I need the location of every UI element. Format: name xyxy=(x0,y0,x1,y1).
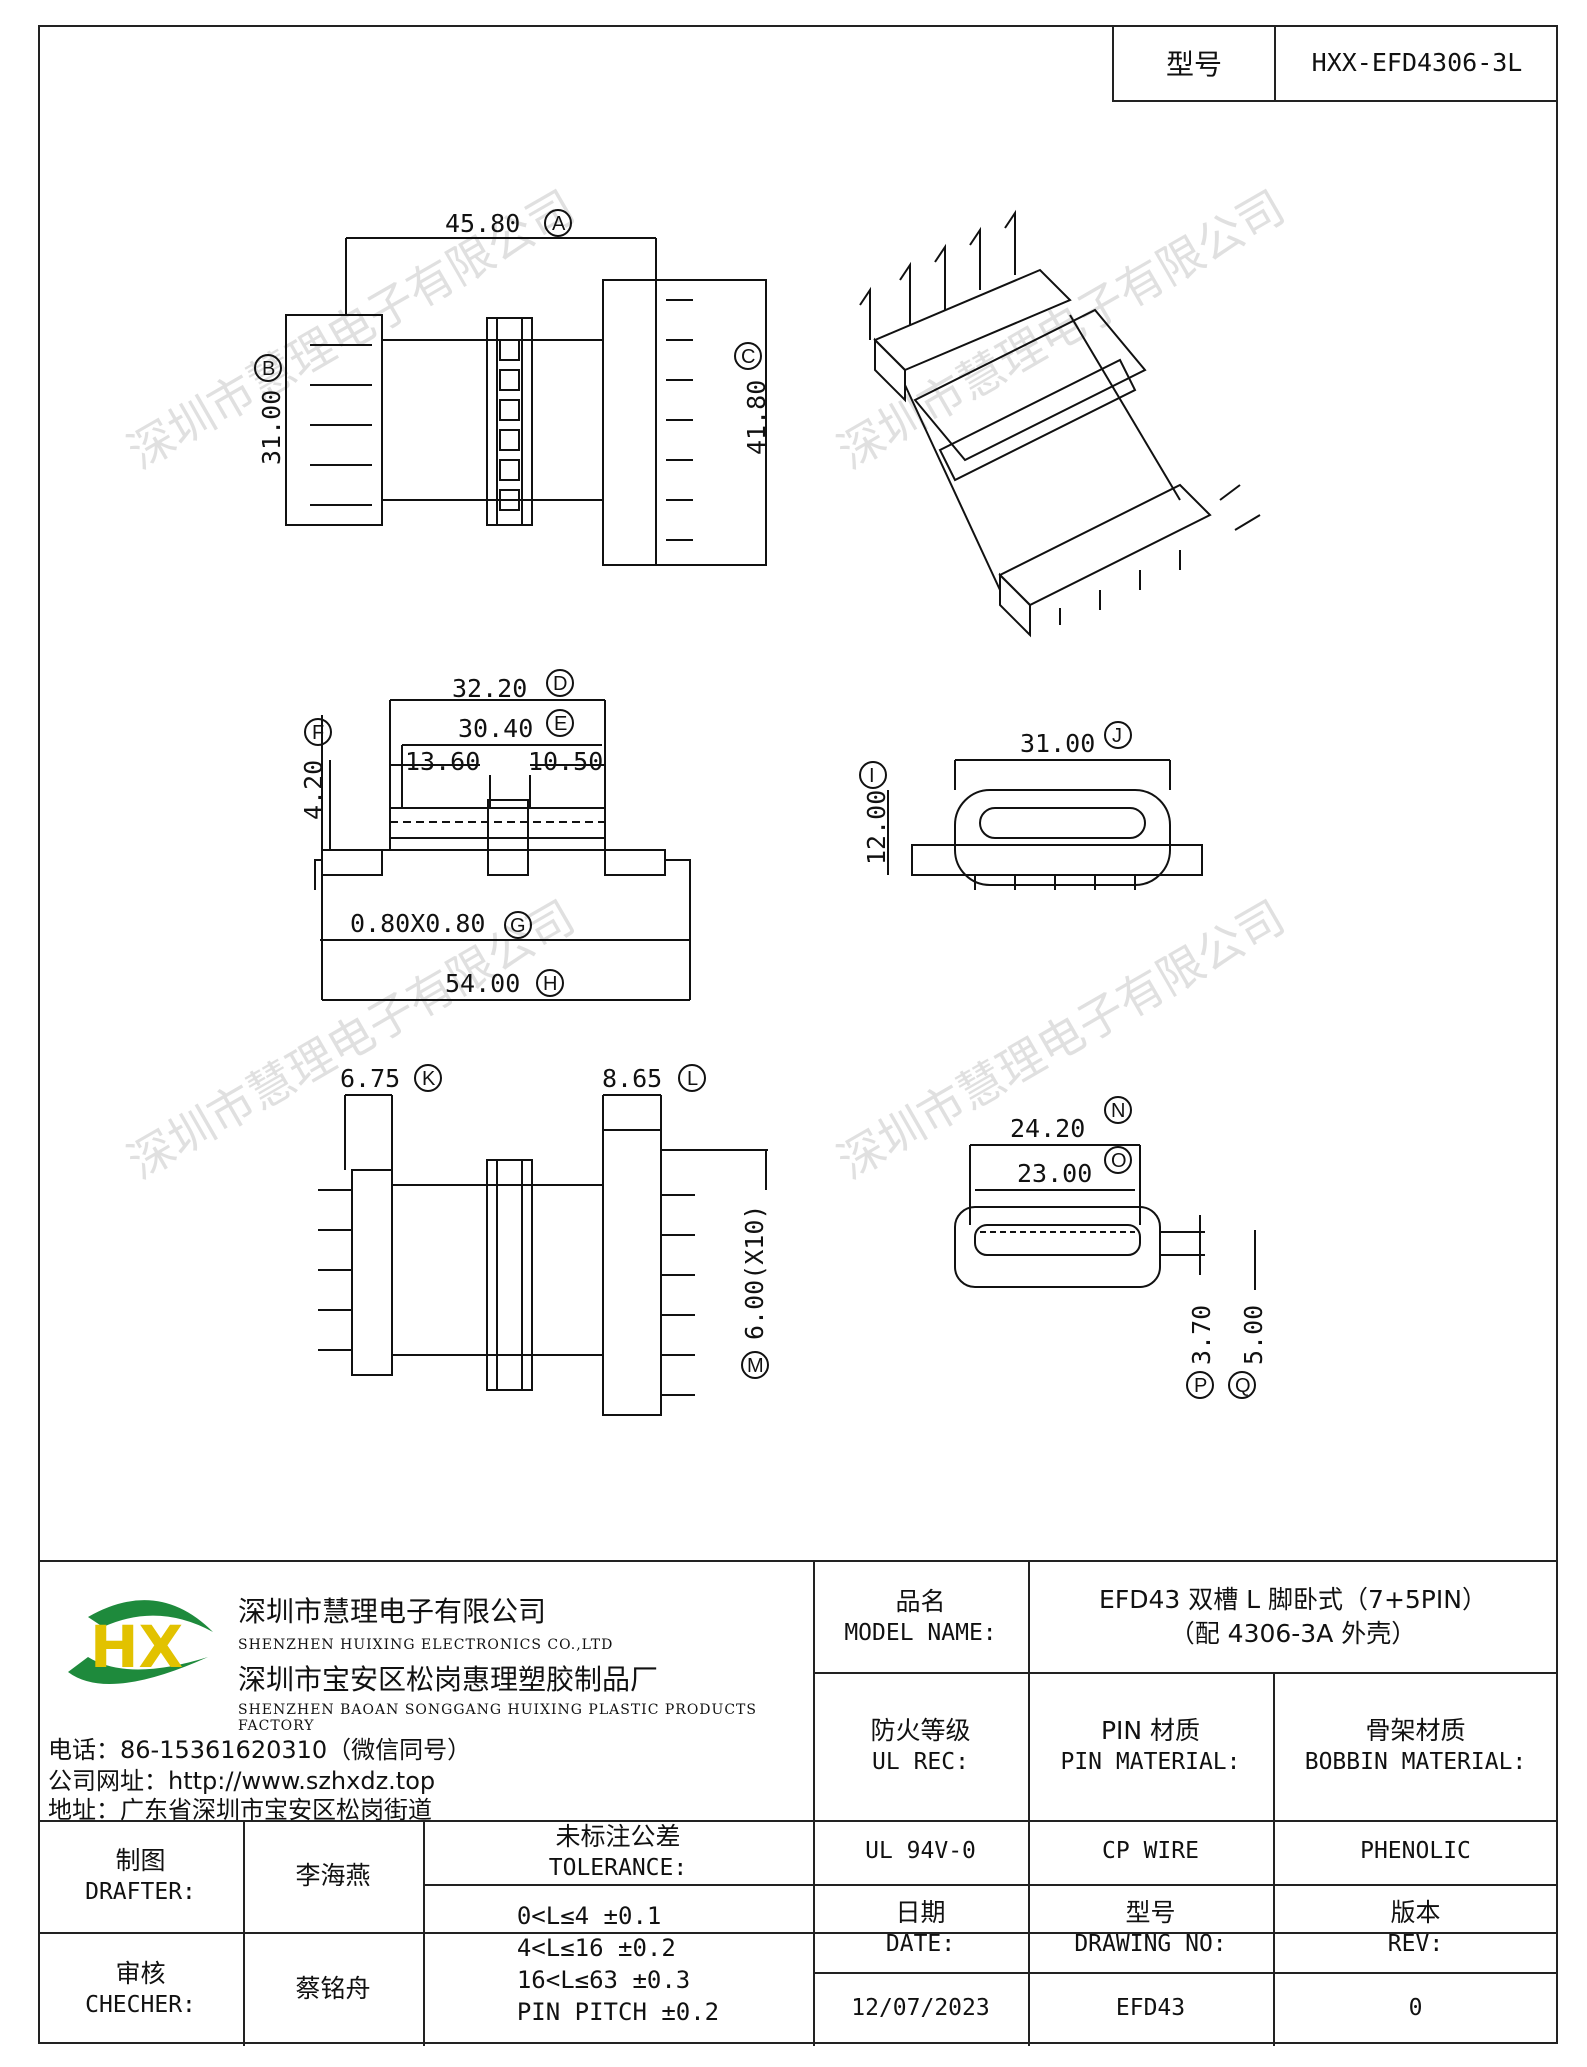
technical-drawing: 深圳市慧理电子有限公司 深圳市慧理电子有限公司 深圳市慧理电子有限公司 深圳市慧… xyxy=(119,180,1294,1416)
marker-a: A xyxy=(552,213,566,235)
tolerance-table: 0<L≤4 ±0.1 4<L≤16 ±0.2 16<L≤63 ±0.3 PIN … xyxy=(423,1884,813,2046)
marker-n: N xyxy=(1111,1100,1125,1122)
bobbin-slot xyxy=(499,489,520,511)
marker-q: Q xyxy=(1235,1375,1251,1397)
tolerance-line: 0<L≤4 ±0.1 xyxy=(516,1902,662,1931)
company-info: HX 深圳市慧理电子有限公司 SHENZHEN HUIXING ELECTRON… xyxy=(38,1562,813,1824)
checker-name: 蔡铭舟 xyxy=(295,1974,371,2004)
tolerance-label: 未标注公差 TOLERANCE: xyxy=(548,1821,688,1882)
bottom-view xyxy=(318,1094,768,1416)
company-address: 地址：广东省深圳市宝安区松岗街道 xyxy=(48,1796,432,1824)
drafter-label: 制图 DRAFTER: xyxy=(85,1845,196,1906)
bobbin-material-value: PHENOLIC xyxy=(1360,1838,1471,1865)
dim-e-value: 30.40 xyxy=(458,714,533,743)
tolerance-line: 4<L≤16 ±0.2 xyxy=(516,1934,676,1963)
marker-h: H xyxy=(543,973,557,995)
ul-rec-value: UL 94V-0 xyxy=(865,1838,976,1865)
model-name-value: EFD43 双槽 L 脚卧式（7+5PIN） （配 4306-3A 外壳） xyxy=(1099,1585,1487,1648)
watermarks: 深圳市慧理电子有限公司 深圳市慧理电子有限公司 深圳市慧理电子有限公司 深圳市慧… xyxy=(119,180,1294,1190)
company-logo: HX xyxy=(68,1600,213,1684)
dim-o-value: 23.00 xyxy=(1017,1159,1092,1188)
marker-g: G xyxy=(510,915,526,937)
dim-n-value: 24.20 xyxy=(1010,1114,1085,1143)
dim-13-60-value: 13.60 xyxy=(405,747,480,776)
marker-p: P xyxy=(1194,1375,1207,1397)
dim-a-value: 45.80 xyxy=(445,209,520,238)
marker-l: L xyxy=(687,1068,698,1090)
dim-b-value: 31.00 xyxy=(257,390,286,465)
company-name-en-2: SHENZHEN BAOAN SONGGANG HUIXING PLASTIC … xyxy=(238,1702,757,1734)
top-view xyxy=(285,237,767,566)
section-view xyxy=(954,1144,1256,1290)
bobbin-slot xyxy=(499,399,520,421)
company-phone: 电话：86-15361620310（微信同号） xyxy=(48,1736,472,1764)
marker-c: C xyxy=(741,346,755,368)
dim-p-value: 3.70 xyxy=(1187,1305,1216,1365)
marker-k: K xyxy=(422,1068,436,1090)
logo-text: HX xyxy=(90,1613,183,1681)
tolerance-line: 16<L≤63 ±0.3 xyxy=(516,1966,691,1994)
drawing-sheet-border xyxy=(38,25,1558,2044)
dim-k-value: 6.75 xyxy=(340,1064,400,1093)
bobbin-material-label: 骨架材质 BOBBIN MATERIAL: xyxy=(1304,1715,1527,1776)
dim-10-50-value: 10.50 xyxy=(528,747,603,776)
dim-h-value: 54.00 xyxy=(445,969,520,998)
rev-value: 0 xyxy=(1408,1995,1423,2022)
dim-f-value: 4.20 xyxy=(299,760,328,820)
model-label: 型号 xyxy=(1114,25,1276,100)
marker-m: M xyxy=(747,1355,764,1377)
date-value: 12/07/2023 xyxy=(851,1995,990,2022)
bobbin-slot xyxy=(499,369,520,391)
marker-i: I xyxy=(869,765,875,787)
model-value: HXX-EFD4306-3L xyxy=(1311,48,1523,77)
company-website: 公司网址：http://www.szhxdz.top xyxy=(48,1767,436,1795)
dim-c-value: 41.80 xyxy=(742,380,771,455)
dim-l-value: 8.65 xyxy=(602,1064,662,1093)
checker-label: 审核 CHECHER: xyxy=(85,1958,196,2019)
drawing-no-value: EFD43 xyxy=(1115,1995,1186,2022)
drafter-name: 李海燕 xyxy=(295,1861,371,1891)
bobbin-slot xyxy=(499,429,520,451)
end-view xyxy=(887,759,1203,890)
top-view-markers xyxy=(254,209,762,382)
company-name-cn-1: 深圳市慧理电子有限公司 xyxy=(238,1595,547,1628)
dim-m-value: 6.00(X10) xyxy=(740,1205,769,1340)
bobbin-slot xyxy=(499,339,520,361)
marker-j: J xyxy=(1112,725,1122,747)
side-view xyxy=(314,699,691,1001)
marker-e: E xyxy=(554,713,567,735)
dim-j-value: 31.00 xyxy=(1020,729,1095,758)
drawing-no-label: 型号 DRAWING NO: xyxy=(1074,1897,1227,1958)
dim-q-value: 5.00 xyxy=(1239,1305,1268,1365)
rev-label: 版本 REV: xyxy=(1387,1897,1444,1958)
ul-rec-label: 防火等级 UL REC: xyxy=(870,1715,971,1776)
title-block: HX 深圳市慧理电子有限公司 SHENZHEN HUIXING ELECTRON… xyxy=(38,1560,1558,2046)
dim-d-value: 32.20 xyxy=(452,674,527,703)
marker-b: B xyxy=(262,358,275,380)
company-name-en-1: SHENZHEN HUIXING ELECTRONICS CO.,LTD xyxy=(238,1637,614,1653)
pin-material-label: PIN 材质 PIN MATERIAL: xyxy=(1060,1715,1241,1776)
pin-material-value: CP WIRE xyxy=(1102,1838,1199,1865)
marker-o: O xyxy=(1111,1150,1127,1172)
dim-g-value: 0.80X0.80 xyxy=(350,909,485,938)
date-label: 日期 DATE: xyxy=(885,1897,956,1958)
marker-d: D xyxy=(553,673,567,695)
tolerance-line: PIN PITCH ±0.2 xyxy=(516,1997,720,2026)
model-number-box: 型号 HXX-EFD4306-3L xyxy=(1112,25,1558,102)
top-view-labels: 45.80 31.00 41.80 xyxy=(257,209,771,465)
isometric-view xyxy=(859,209,1261,638)
model-name-label: 品名 MODEL NAME: xyxy=(844,1586,997,1647)
bobbin-slot xyxy=(499,459,520,481)
dim-i-value: 12.00 xyxy=(862,790,891,865)
company-name-cn-2: 深圳市宝安区松岗惠理塑胶制品厂 xyxy=(238,1663,659,1696)
marker-f: F xyxy=(312,722,324,744)
